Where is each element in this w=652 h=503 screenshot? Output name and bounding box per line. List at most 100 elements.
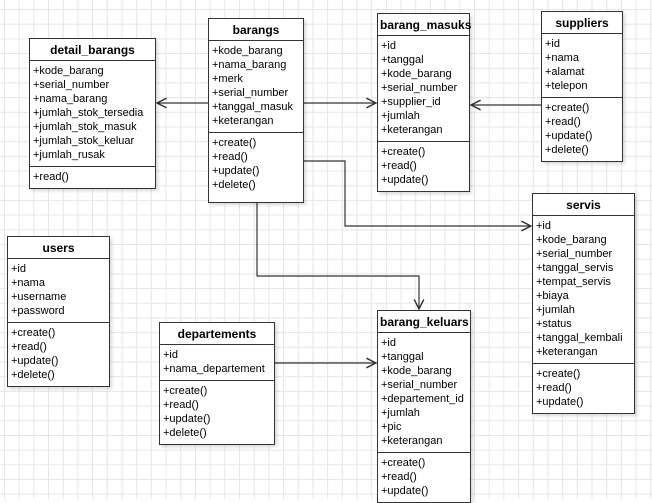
class-methods: +create()+read()+update()+delete() <box>542 98 622 161</box>
class-suppliers[interactable]: suppliers +id +nama +alamat +telepon +creat… <box>541 11 623 162</box>
class-methods: +read() <box>30 167 155 188</box>
method-row: +delete() <box>11 369 55 381</box>
attribute-row: +kode_barang <box>212 45 283 57</box>
class-title: barangs <box>209 19 303 41</box>
attribute-row: +nama <box>545 52 579 64</box>
connector-barangs-to-barang-keluars[interactable] <box>256 203 419 309</box>
method-row: +delete() <box>163 427 207 439</box>
class-methods: +create() +read() +update() +delete() <box>160 381 274 444</box>
connector-barangs-to-servis[interactable] <box>304 160 531 226</box>
attribute-row: +serial_number <box>381 82 458 94</box>
method-row: +delete() <box>212 179 256 191</box>
attribute-row: +kode_barang <box>381 68 452 80</box>
class-attributes: +id +nama +alamat +telepon <box>542 34 622 98</box>
attribute-row: +telepon <box>545 80 588 92</box>
method-row: +update() <box>11 355 59 367</box>
class-title: barang_masuks <box>378 14 471 36</box>
class-title: detail_barangs <box>30 39 155 61</box>
attribute-row: +serial_number <box>381 379 458 391</box>
attribute-row: +serial_number <box>536 248 613 260</box>
attribute-row: +jumlah <box>381 407 420 419</box>
attribute-row: +id <box>381 40 396 52</box>
method-row: +create() <box>11 327 56 339</box>
attribute-row: +id <box>11 263 26 275</box>
method-row: +read() <box>545 116 581 128</box>
attribute-row: +username <box>11 291 67 303</box>
method-row: +create() <box>536 368 581 380</box>
attribute-row: +id <box>163 349 178 361</box>
class-methods: +create() +read() +update() +delete() <box>209 133 303 202</box>
method-row: +create() <box>163 385 208 397</box>
class-users[interactable]: users +id +nama +username +password +create… <box>7 236 110 387</box>
attribute-row: +jumlah <box>536 304 575 316</box>
attribute-row: +id <box>536 220 551 232</box>
attribute-row: +keterangan <box>536 346 598 358</box>
attribute-row: +tanggal <box>381 54 424 66</box>
method-row: +read() <box>163 399 199 411</box>
class-title: suppliers <box>542 12 622 34</box>
attribute-row: +tempat_servis <box>536 276 611 288</box>
attribute-row: +serial_number <box>33 79 110 91</box>
attribute-row: +tanggal_kembali <box>536 332 623 344</box>
method-row: +read() <box>536 382 572 394</box>
attribute-row: +jumlah_stok_masuk <box>33 121 137 133</box>
class-barangs[interactable]: barangs +kode_barang +nama_barang +merk +se… <box>208 18 304 203</box>
method-row: +update() <box>536 396 584 408</box>
attribute-row: +kode_barang <box>33 65 104 77</box>
class-barang-masuks[interactable]: barang_masuks +id +tanggal +kode_barang +se… <box>377 13 471 192</box>
attribute-row: +tanggal <box>381 351 424 363</box>
class-attributes: +id +tanggal +kode_barang +serial_number +de… <box>378 333 470 453</box>
class-attributes: +kode_barang+serial_number+nama_barang+j… <box>30 61 155 167</box>
method-row: +create() <box>381 146 426 158</box>
attribute-row: +nama_departement <box>163 363 265 375</box>
attribute-row: +alamat <box>545 66 585 78</box>
class-attributes: +kode_barang +nama_barang +merk +serial_num… <box>209 41 303 133</box>
attribute-row: +tanggal_servis <box>536 262 614 274</box>
attribute-row: +biaya <box>536 290 569 302</box>
method-row: +create() <box>545 102 590 114</box>
attribute-row: +pic <box>381 421 402 433</box>
attribute-row: +nama <box>11 277 45 289</box>
method-row: +read() <box>381 471 417 483</box>
method-row: +update() <box>381 485 429 497</box>
attribute-row: +keterangan <box>381 124 443 136</box>
attribute-row: +status <box>536 318 572 330</box>
method-row: +update() <box>381 174 429 186</box>
class-attributes: +id+kode_barang+serial_number+tanggal_se… <box>533 216 634 364</box>
class-departements[interactable]: departements +id +nama_departement +creat… <box>159 322 275 445</box>
class-servis[interactable]: servis +id+kode_barang+serial_number+tan… <box>532 193 635 414</box>
attribute-row: +merk <box>212 73 243 85</box>
method-row: +update() <box>212 165 260 177</box>
class-title: users <box>8 237 109 259</box>
method-row: +read() <box>11 341 47 353</box>
method-row: +read() <box>33 171 69 183</box>
class-methods: +create() +read() +update() <box>533 364 634 413</box>
method-row: +read() <box>381 160 417 172</box>
attribute-row: +jumlah_stok_keluar <box>33 135 135 147</box>
attribute-row: +jumlah <box>381 110 420 122</box>
class-barang-keluars[interactable]: barang_keluars +id+tanggal+kode_barang+s… <box>377 310 471 503</box>
attribute-row: +serial_number <box>212 87 289 99</box>
attribute-row: +kode_barang <box>381 365 452 377</box>
class-attributes: +id +nama_departement <box>160 345 274 381</box>
class-methods: +create() +read() +update() +delete() <box>8 323 109 386</box>
attribute-row: +keterangan <box>212 115 274 127</box>
method-row: +create() <box>381 457 426 469</box>
class-methods: +create() +read() +update() <box>378 453 470 502</box>
attribute-row: +nama_barang <box>212 59 287 71</box>
method-row: +create() <box>212 137 257 149</box>
attribute-row: +password <box>11 305 65 317</box>
attribute-row: +tanggal_masuk <box>212 101 294 113</box>
attribute-row: +departement_id <box>381 393 464 405</box>
class-detail-barangs[interactable]: detail_barangs +kode_barang +serial_numbe… <box>29 38 156 189</box>
method-row: +update() <box>163 413 211 425</box>
attribute-row: +jumlah_stok_tersedia <box>33 107 144 119</box>
attribute-row: +id <box>381 337 396 349</box>
attribute-row: +jumlah_rusak <box>33 149 105 161</box>
attribute-row: +id <box>545 38 560 50</box>
method-row: +read() <box>212 151 248 163</box>
class-attributes: +id+tanggal+kode_barang+serial_number+su… <box>378 36 469 142</box>
class-attributes: +id +nama +username +password <box>8 259 109 323</box>
class-title: departements <box>160 323 274 345</box>
